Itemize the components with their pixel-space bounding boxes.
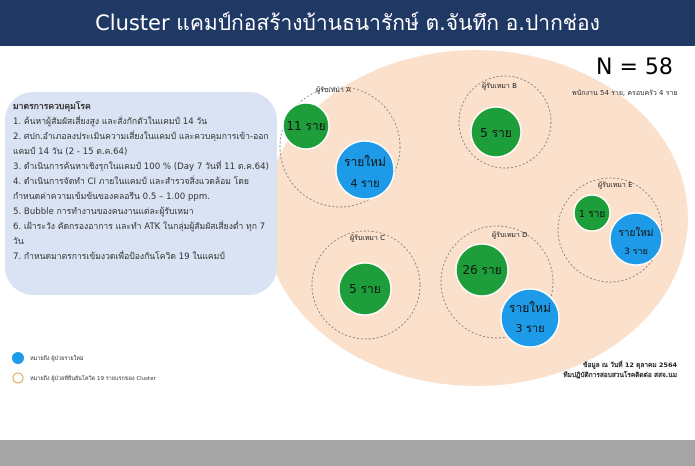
bubble-a-old: 11 ราย (286, 119, 325, 133)
measure-item: 5. Bubble การทำงานของคนงานแต่ละผู้รับเหม… (13, 207, 194, 217)
page-title: Cluster แคมป์ก่อสร้างบ้านธนารักษ์ ต.จันท… (0, 0, 695, 46)
measure-item: 6. เฝ้าระวัง คัดกรองอาการ และทำ ATK ในกล… (13, 222, 266, 247)
bubble-d-old: 26 ราย (462, 263, 501, 277)
bubble-c-old: 5 ราย (349, 282, 381, 296)
bubble-e (557, 177, 663, 283)
bubble-a-label: ผู้รับเหมา A (316, 86, 351, 94)
measure-item: 3. ดำเนินการค้นหาเชิงรุกในแคมป์ 100 % (D… (13, 162, 269, 172)
bubble-a-new-label: รายใหม่ (344, 155, 386, 169)
legend-bubble: หมายถึง ผู้ป่วยที่ยืนยันโควิด 19 รายแรกข… (30, 376, 156, 382)
bubble-e-new-label: รายใหม่ (619, 227, 654, 239)
measure-item: 7. กำหนดมาตรการเข้มงวดเพื่อป้องกันโควิด … (13, 252, 225, 262)
total-count: N = 58 (596, 55, 673, 80)
cluster-diagram: ผู้รับเหมา A ผู้รับเหมา B ผู้รับเหมา C ผ… (12, 50, 688, 386)
total-breakdown: พนักงาน 54 ราย, ครอบครัว 4 ราย (572, 89, 678, 97)
source-date: ข้อมูล ณ วันที่ 12 ตุลาคม 2564 (583, 361, 677, 369)
measure-item: 1. ค้นหาผู้สัมผัสเสี่ยงสูง และสั่งกักตัว… (13, 117, 208, 127)
measures-heading: มาตรการควบคุมโรค (13, 102, 91, 112)
bubble-e-label: ผู้รับเหมา E (598, 181, 633, 189)
bubble-b-label: ผู้รับเหมา B (482, 82, 517, 90)
bubble-a (279, 86, 401, 208)
bubble-d-new-label: รายใหม่ (509, 301, 551, 315)
legend-bubble-icon (12, 372, 24, 384)
bubble-b (458, 75, 552, 169)
bubble-e-old: 1 ราย (579, 209, 605, 220)
measure-item: 4. ดำเนินการจัดทำ CI ภายในแคมป์ และสำรวจ… (13, 177, 249, 202)
legend-new: หมายถึง ผู้ป่วยรายใหม่ (30, 356, 84, 362)
bubble-a-new-count: 4 ราย (350, 177, 379, 190)
legend-new-icon (12, 352, 24, 364)
source-team: ทีมปฏิบัติการสอบสวนโรคติดต่อ สสจ.นม (563, 371, 677, 379)
bubble-d-label: ผู้รับเหมา D (492, 231, 527, 239)
bubble-b-old: 5 ราย (480, 126, 512, 140)
bubble-e-new-count: 3 ราย (624, 247, 648, 257)
bubble-c (311, 230, 421, 340)
data-source: ข้อมูล ณ วันที่ 12 ตุลาคม 2564 ทีมปฏิบัต… (563, 360, 677, 380)
measure-item: 2. ศปก.อำเภอลงประเมินความเสี่ยงในแคมป์ แ… (13, 132, 269, 157)
footer-bar (0, 440, 695, 466)
bubble-d (440, 225, 554, 339)
control-measures-panel: มาตรการควบคุมโรค 1. ค้นหาผู้สัมผัสเสี่ยง… (5, 92, 277, 295)
bubble-c-label: ผู้รับเหมา C (350, 234, 385, 242)
bubble-d-new-count: 3 ราย (515, 322, 544, 335)
